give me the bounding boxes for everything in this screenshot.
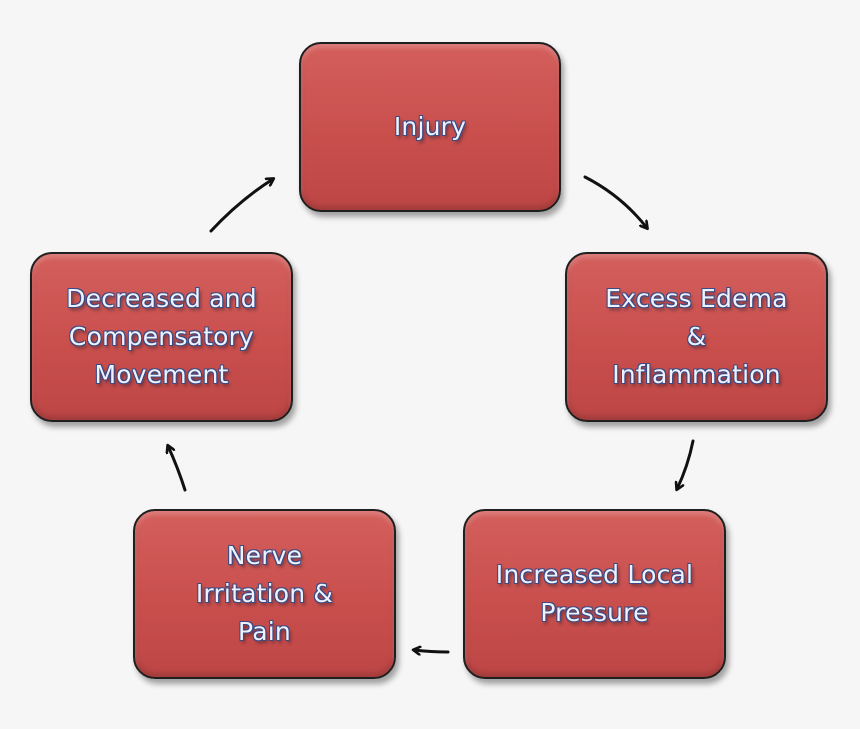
node-excess-edema-label: Excess Edema & Inflammation [605, 284, 788, 389]
node-injury-label: Injury [393, 112, 467, 141]
arrow-movement-to-injury [209, 179, 273, 233]
node-injury: Injury [299, 42, 561, 212]
arrow-pressure-to-nerve [414, 650, 450, 652]
arrow-nerve-to-movement [168, 446, 187, 492]
arrow-injury-to-edema [583, 175, 647, 228]
node-excess-edema: Excess Edema & Inflammation [565, 252, 828, 422]
arrow-edema-to-pressure [677, 439, 695, 489]
node-increased-pressure-label: Increased Local Pressure [495, 560, 694, 627]
node-decreased-movement-label: Decreased and Compensatory Movement [66, 284, 257, 389]
node-decreased-movement: Decreased and Compensatory Movement [30, 252, 293, 422]
node-nerve-irritation-label: Nerve Irritation & Pain [195, 541, 334, 646]
node-increased-pressure: Increased Local Pressure [463, 509, 726, 679]
node-nerve-irritation: Nerve Irritation & Pain [133, 509, 396, 679]
